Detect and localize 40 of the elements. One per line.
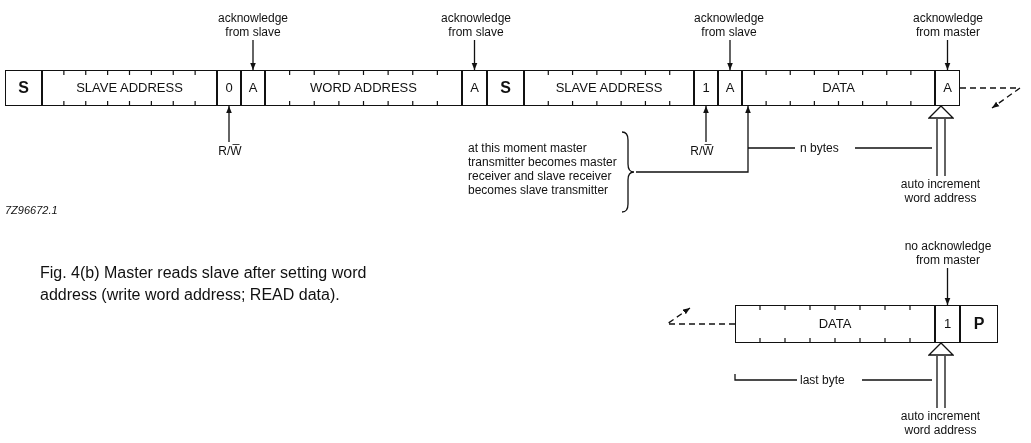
annotation-text: acknowledge from slave bbox=[208, 10, 298, 40]
frame-field: A bbox=[718, 70, 742, 106]
annotation-text: auto increment word address bbox=[893, 176, 988, 206]
annotation-text: R/W̅ bbox=[212, 142, 248, 160]
frame-field: A bbox=[462, 70, 487, 106]
note-text: at this moment master transmitter becomes master receiver and slave receiver becomes slave transmitter bbox=[468, 130, 618, 208]
frame-field: S bbox=[5, 70, 42, 106]
annotation-text: R/W̅ bbox=[684, 142, 720, 160]
arrow bbox=[471, 39, 478, 71]
annotation-text: no acknowledge from master bbox=[898, 238, 998, 268]
frame-field: SLAVE ADDRESS bbox=[42, 70, 217, 106]
dimension-label: last byte bbox=[800, 373, 845, 387]
drawing-number: 7Z96672.1 bbox=[5, 204, 58, 216]
arrow bbox=[727, 39, 733, 71]
annotation-text: auto increment word address bbox=[893, 408, 988, 438]
arrow bbox=[944, 267, 951, 306]
arrow bbox=[226, 105, 232, 143]
figure-caption: Fig. 4(b) Master reads slave after setting word address (write word address; READ data). bbox=[40, 263, 368, 305]
annotation-text: acknowledge from slave bbox=[431, 10, 521, 40]
frame-field: WORD ADDRESS bbox=[265, 70, 462, 106]
frame-field: SLAVE ADDRESS bbox=[524, 70, 694, 106]
frame-field: A bbox=[241, 70, 265, 106]
annotation-text: acknowledge from master bbox=[903, 10, 993, 40]
frame-field: A bbox=[935, 70, 960, 106]
frame-field: S bbox=[487, 70, 524, 106]
hollow-arrow bbox=[928, 342, 954, 409]
arrow bbox=[944, 39, 951, 71]
frame-field: P bbox=[960, 305, 998, 343]
frame-field: DATA bbox=[742, 70, 935, 106]
arrow bbox=[703, 105, 709, 143]
frame-field: 1 bbox=[935, 305, 960, 343]
arrow bbox=[959, 87, 1023, 109]
frame-field: 0 bbox=[217, 70, 241, 106]
arrow bbox=[250, 39, 256, 71]
annotation-text: acknowledge from slave bbox=[684, 10, 774, 40]
frame-field: 1 bbox=[694, 70, 718, 106]
dimension-label: n bytes bbox=[800, 141, 839, 155]
hollow-arrow bbox=[928, 105, 954, 177]
arrow bbox=[635, 105, 751, 173]
frame-field: DATA bbox=[735, 305, 935, 343]
